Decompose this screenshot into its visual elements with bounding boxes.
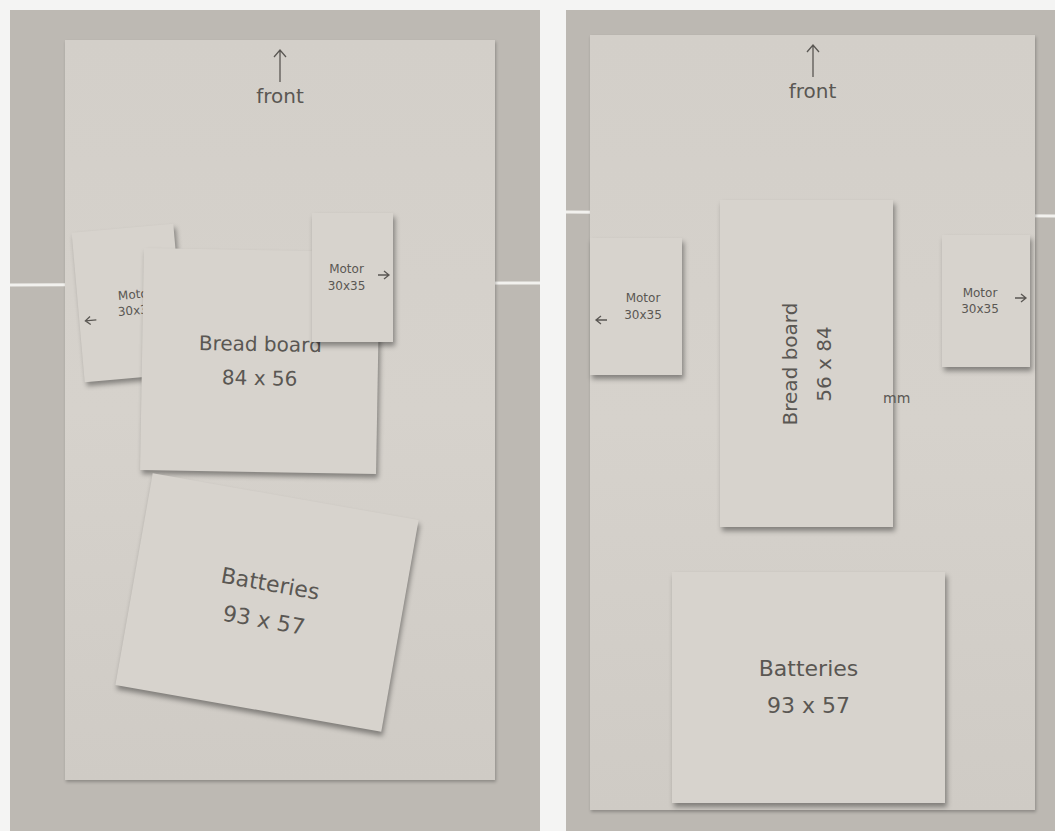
- part-name: Batteries: [759, 656, 859, 682]
- direction-arrow: [805, 43, 821, 77]
- motor-card: Motor 30x35: [942, 235, 1030, 367]
- component-card: Batteries 93 x 57: [672, 572, 945, 803]
- part-name: Bread board: [199, 331, 322, 357]
- direction-label: front: [590, 79, 1035, 103]
- dimension-label: 84 x 56: [222, 365, 298, 390]
- direction-arrow: [83, 315, 98, 326]
- motor-card: Motor 30x35: [590, 238, 682, 375]
- left-photo: [10, 10, 540, 831]
- dimension-label: 30x35: [624, 308, 662, 322]
- dimension-label: 93 x 57: [221, 600, 307, 640]
- part-name: Motor: [329, 262, 364, 276]
- part-name: Bread board: [778, 302, 802, 425]
- part-name: Motor: [626, 291, 661, 305]
- right-photo: [566, 10, 1055, 831]
- dimension-label: 30x35: [328, 279, 366, 293]
- part-name: Motor: [963, 286, 998, 300]
- direction-arrow: [272, 48, 288, 82]
- part-name: Batteries: [219, 563, 322, 606]
- dimension-label: 56 x 84: [812, 326, 836, 401]
- direction-arrow: [1014, 293, 1028, 303]
- direction-arrow: [377, 270, 391, 280]
- direction-label: front: [65, 84, 495, 108]
- chassis-board: frontMotor 30x35 Bread board 56 x 84 Motor 30…: [590, 35, 1035, 810]
- component-card: Batteries93 x 57: [115, 473, 418, 732]
- direction-arrow: [594, 315, 608, 325]
- dimension-label: 93 x 57: [767, 693, 850, 719]
- component-card: Bread board 56 x 84: [720, 200, 893, 527]
- unit-label: mm: [883, 390, 910, 407]
- chassis-board: frontMotor30x35Bread board84 x 56Motor30…: [65, 40, 495, 780]
- rotated-text-group: Bread board 56 x 84: [778, 302, 836, 425]
- motor-card: Motor 30x35: [312, 213, 393, 342]
- dimension-label: 30x35: [961, 302, 999, 316]
